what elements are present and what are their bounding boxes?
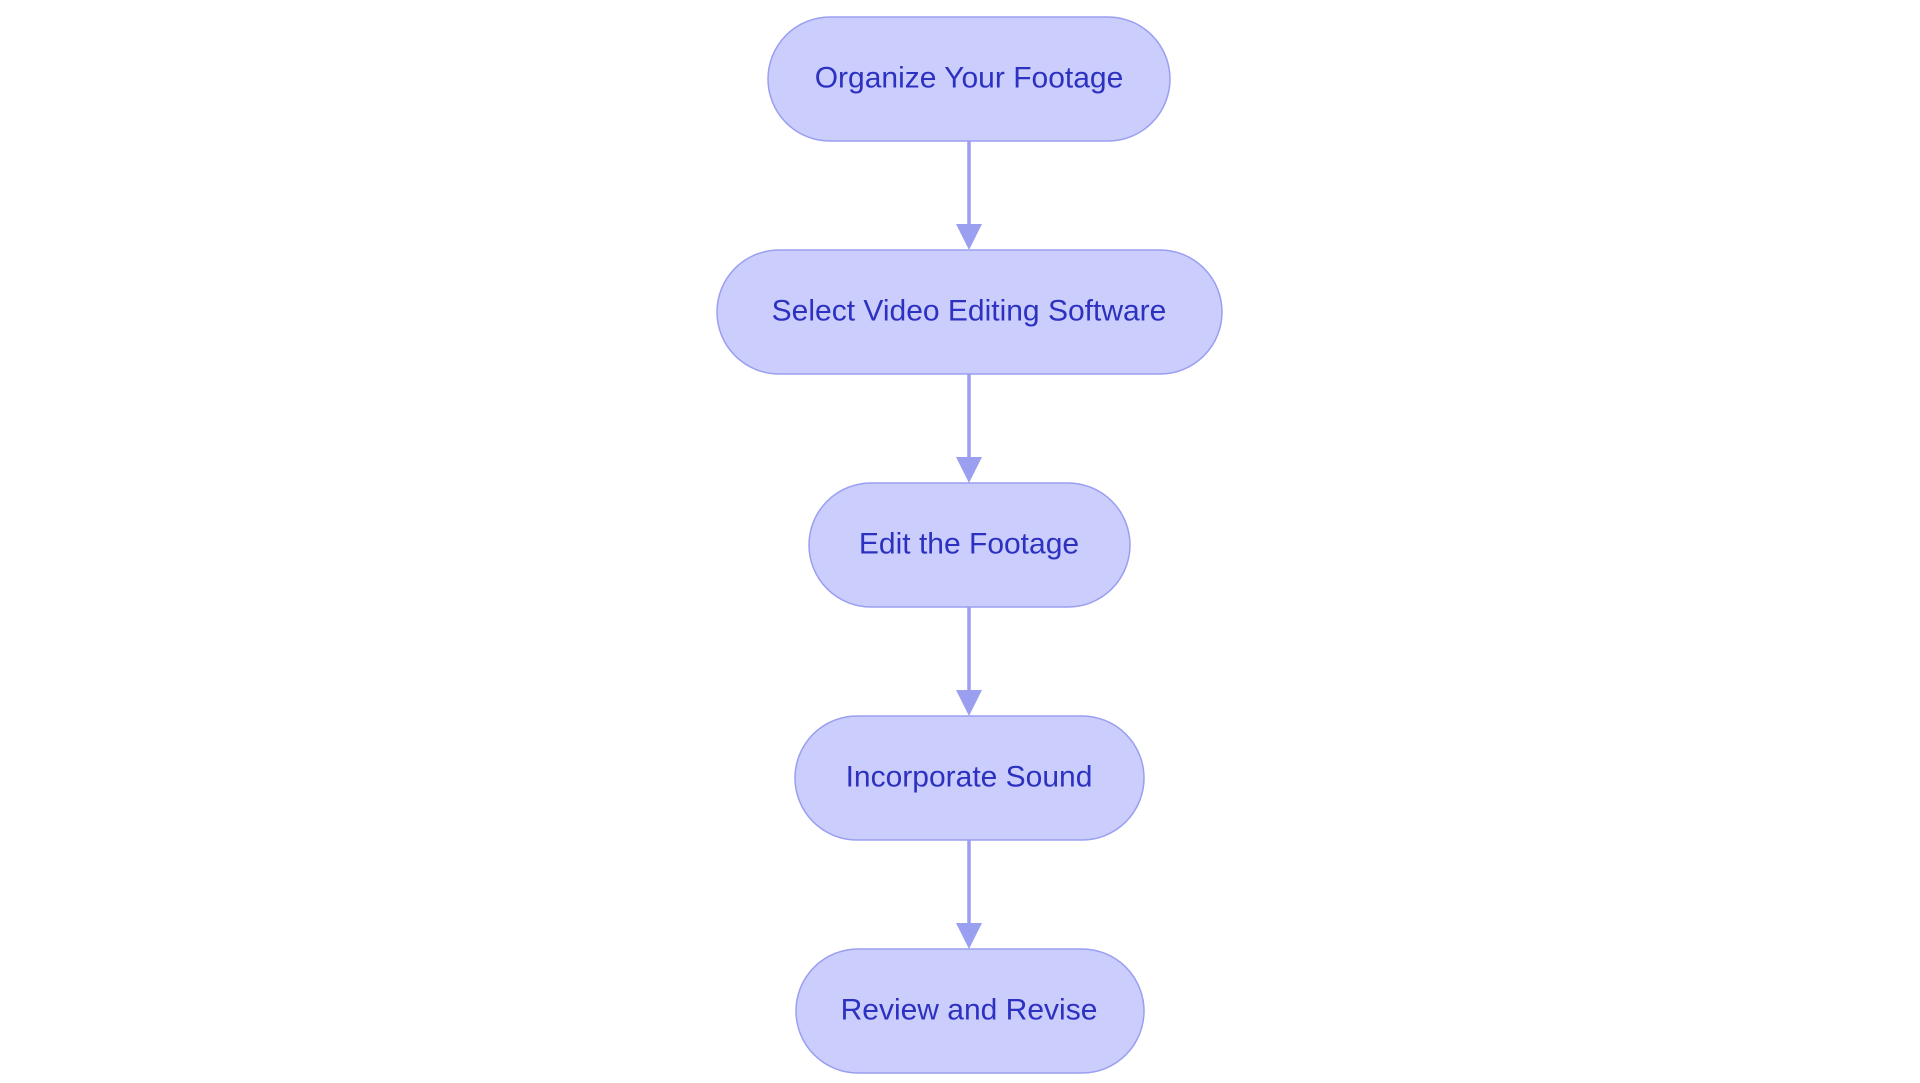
step-node-incorporate-sound: Incorporate Sound	[794, 715, 1145, 841]
flow-arrow-2	[956, 374, 982, 483]
step-label: Review and Revise	[841, 994, 1098, 1027]
flow-arrow-3	[956, 607, 982, 716]
step-label: Edit the Footage	[859, 528, 1079, 561]
step-node-edit-footage: Edit the Footage	[808, 482, 1131, 608]
step-label: Select Video Editing Software	[772, 295, 1167, 328]
flow-arrow-1	[956, 141, 982, 250]
step-node-select-software: Select Video Editing Software	[716, 249, 1223, 375]
step-label: Incorporate Sound	[846, 761, 1093, 794]
step-label: Organize Your Footage	[815, 62, 1124, 95]
flow-arrow-4	[956, 840, 982, 949]
step-node-organize-footage: Organize Your Footage	[767, 16, 1171, 142]
step-node-review-revise: Review and Revise	[795, 948, 1145, 1074]
